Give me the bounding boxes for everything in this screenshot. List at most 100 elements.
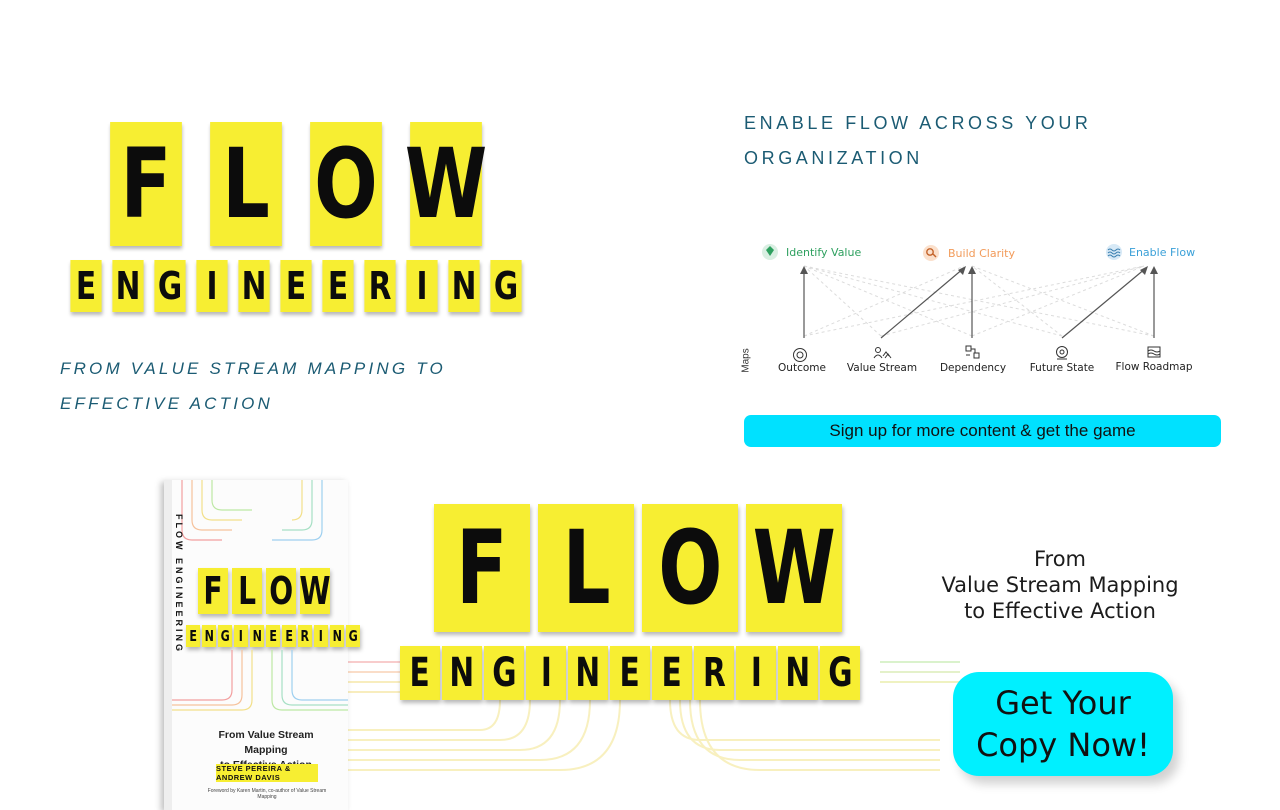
- sticky-note: N: [568, 646, 608, 700]
- book-letter: I: [238, 627, 244, 645]
- sticky-note: W: [299, 568, 331, 614]
- banner-subtitle: From Value Stream Mapping to Effective A…: [940, 546, 1180, 624]
- sticky-note: E: [322, 260, 354, 312]
- book-foreword: Foreword by Karen Martin, co-author of V…: [207, 788, 327, 800]
- banner-letter: E: [619, 650, 641, 696]
- sticky-note: I: [314, 625, 328, 647]
- sticky-note: N: [112, 260, 144, 312]
- logo-letter: G: [493, 264, 519, 308]
- sticky-note: I: [196, 260, 228, 312]
- book-subtitle-line-1: From Value Stream Mapping: [218, 729, 314, 756]
- book-letter: E: [189, 627, 197, 645]
- banner-flow-lines: [340, 661, 960, 771]
- signup-button[interactable]: Sign up for more content & get the game: [744, 415, 1221, 447]
- banner-letter: N: [575, 650, 601, 696]
- book-title-engineering: E N G I N E E R I N G: [186, 625, 362, 647]
- sticky-note: R: [298, 625, 312, 647]
- waves-icon: [1107, 248, 1121, 258]
- sticky-note: E: [70, 260, 102, 312]
- dependency-icon: [965, 345, 980, 359]
- sticky-note: F: [434, 504, 530, 632]
- cta-line-1: Get Your: [995, 684, 1131, 722]
- book-letter: E: [285, 627, 293, 645]
- banner-letter: G: [491, 650, 517, 696]
- logo-letter: R: [368, 264, 392, 308]
- banner-letter: E: [661, 650, 683, 696]
- banner-subtitle-line-2: Value Stream Mapping: [941, 573, 1179, 597]
- book-letter: W: [299, 569, 331, 613]
- banner-logo-flow: F L O W: [434, 504, 850, 632]
- people-icon: [873, 347, 892, 359]
- book-title-flow: F L O W: [198, 568, 334, 614]
- banner-letter: O: [657, 508, 723, 628]
- sticky-note: I: [736, 646, 776, 700]
- sticky-note: G: [820, 646, 860, 700]
- banner-letter: R: [702, 650, 726, 696]
- sticky-note: R: [364, 260, 396, 312]
- sticky-note: F: [198, 568, 228, 614]
- logo-letter: F: [120, 128, 172, 240]
- headline-line-2: ORGANIZATION: [744, 148, 923, 168]
- book-spine-title: FLOW ENGINEERING: [174, 514, 184, 654]
- sticky-note: L: [232, 568, 262, 614]
- logo-letter: E: [75, 264, 97, 308]
- sticky-note: O: [266, 568, 296, 614]
- sticky-note: N: [202, 625, 216, 647]
- banner-letter: E: [409, 650, 431, 696]
- book-letter: I: [318, 627, 324, 645]
- enable-flow-badge: [1106, 244, 1122, 260]
- flow-roadmap-label: Flow Roadmap: [1115, 361, 1193, 373]
- sticky-note: E: [280, 260, 312, 312]
- sticky-note: N: [250, 625, 264, 647]
- sticky-note: G: [218, 625, 232, 647]
- sticky-note: N: [778, 646, 818, 700]
- sticky-note: W: [746, 504, 842, 632]
- goal-icon: [1056, 346, 1068, 360]
- book-authors: STEVE PEREIRA & ANDREW DAVIS: [216, 764, 318, 782]
- book-letter: N: [204, 627, 214, 645]
- sticky-note: I: [406, 260, 438, 312]
- banner-letter: W: [752, 508, 836, 628]
- flow-diagram: Identify Value Build Clarity Enable Flow…: [741, 232, 1204, 382]
- book-letter: E: [269, 627, 277, 645]
- sticky-note: L: [210, 122, 282, 246]
- enable-flow-label: Enable Flow: [1129, 246, 1196, 259]
- book-letter: G: [220, 627, 230, 645]
- target-icon: [793, 348, 807, 362]
- roadmap-icon: [1147, 346, 1161, 358]
- logo-letter: O: [314, 128, 378, 240]
- logo-letter: G: [157, 264, 183, 308]
- diagram-connectors: [762, 244, 1161, 362]
- sticky-note: N: [238, 260, 270, 312]
- logo-letter: I: [206, 264, 218, 308]
- dependency-label: Dependency: [939, 362, 1007, 374]
- banner-letter: G: [827, 650, 853, 696]
- sticky-note: G: [484, 646, 524, 700]
- logo-letter: I: [416, 264, 428, 308]
- sticky-note: R: [694, 646, 734, 700]
- banner-letter: F: [456, 508, 508, 628]
- logo-letter: W: [404, 128, 488, 240]
- logo-word-flow: F L O W: [100, 122, 500, 246]
- sticky-note: L: [538, 504, 634, 632]
- tagline-line-2: EFFECTIVE ACTION: [60, 394, 274, 413]
- book-letter: O: [269, 569, 293, 613]
- banner-letter: I: [750, 650, 762, 696]
- sticky-note: E: [652, 646, 692, 700]
- banner-logo-engineering: E N G I N E E R I N G: [400, 646, 862, 700]
- sticky-note: G: [154, 260, 186, 312]
- outcome-label: Outcome: [778, 362, 826, 374]
- banner-letter: I: [540, 650, 552, 696]
- sticky-note: O: [642, 504, 738, 632]
- banner-letter: L: [561, 508, 611, 628]
- sticky-note: G: [490, 260, 522, 312]
- logo-word-engineering: E N G I N E E R I N G: [66, 260, 528, 312]
- logo-letter: N: [241, 264, 267, 308]
- diamond-icon: [766, 246, 774, 256]
- book-cover: FLOW ENGINEERING F L O W E N G I N E E R…: [164, 480, 360, 810]
- banner-letter: N: [449, 650, 475, 696]
- tagline-line-1: FROM VALUE STREAM MAPPING TO: [60, 359, 446, 378]
- sticky-note: W: [405, 122, 487, 246]
- get-your-copy-button[interactable]: Get Your Copy Now!: [953, 672, 1173, 776]
- cta-line-2: Copy Now!: [976, 726, 1150, 764]
